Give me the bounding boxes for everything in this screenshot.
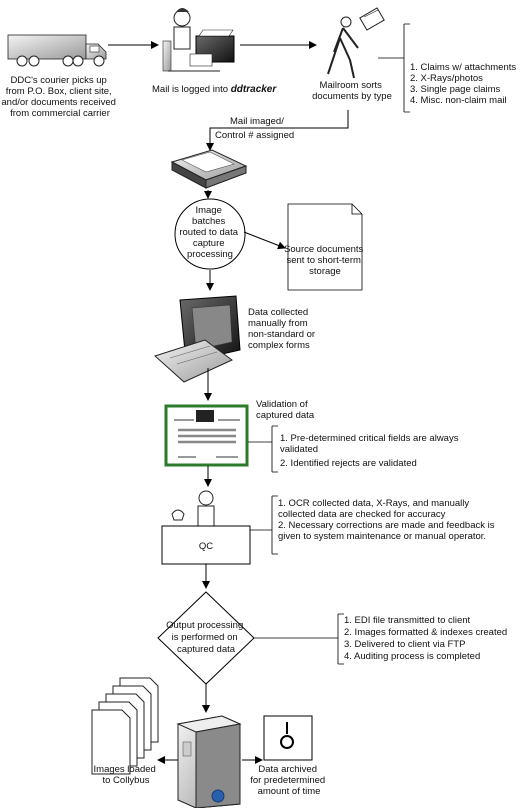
- output-line: Output processing: [166, 620, 243, 631]
- source-documents-shape: [287, 203, 363, 291]
- collected-line: complex forms: [248, 340, 310, 351]
- qc-label: QC: [199, 541, 213, 552]
- imaged-line: Control # assigned: [215, 130, 294, 141]
- courier-line: from P.O. Box, client site,: [6, 86, 112, 97]
- tracker-app-name: ddtracker: [231, 84, 278, 95]
- scanner-icon: [170, 149, 248, 189]
- source-line: Source documents: [284, 244, 363, 255]
- arrow: [206, 110, 349, 151]
- output-line: captured data: [177, 644, 236, 655]
- collected-line: non-standard or: [248, 329, 315, 340]
- loaded-line: Images loaded: [94, 764, 156, 775]
- logged-label: Mail is logged into ddtracker: [152, 84, 277, 95]
- logged-prefix: Mail is logged into: [152, 84, 231, 95]
- qc-note: 1. OCR collected data, X-Rays, and manua…: [278, 498, 497, 542]
- note-bracket: [271, 425, 278, 473]
- validation-line: captured data: [256, 410, 315, 421]
- output-note: 1. EDI file transmitted to client 2. Ima…: [344, 615, 510, 662]
- note-line: 1. Claims w/ attachments: [410, 62, 516, 73]
- mailroom-label: Mailroom sorts documents by type: [312, 80, 392, 102]
- certificate-icon: [164, 404, 249, 467]
- document-stack-icon: [91, 677, 159, 775]
- collected-line: manually from: [248, 318, 308, 329]
- data-collected-label: Data collected manually from non-standar…: [248, 307, 318, 351]
- note-line: 3. Single page claims: [410, 84, 501, 95]
- note-line: 1. Pre-determined critical fields are al…: [280, 433, 459, 444]
- archived-line: for predetermined: [250, 775, 325, 786]
- courier-line: from commercial carrier: [10, 108, 110, 119]
- batches-line: batches: [192, 216, 226, 227]
- server-icon: [176, 715, 242, 808]
- batches-line: capture: [193, 238, 225, 249]
- archived-label: Data archived for predetermined amount o…: [250, 764, 328, 797]
- validation-line: Validation of: [256, 399, 308, 410]
- arrow: [243, 231, 286, 250]
- qc-operator-icon: [171, 490, 215, 527]
- images-loaded-label: Images loaded to Collybus: [94, 764, 159, 786]
- courier-line: and/or documents received: [1, 97, 116, 108]
- batches-line: processing: [187, 249, 233, 260]
- note-line: 4. Misc. non-claim mail: [410, 95, 507, 106]
- archived-line: amount of time: [258, 786, 321, 797]
- batch-routing-circle: [174, 198, 246, 270]
- loaded-line: to Collybus: [103, 775, 150, 786]
- person-at-desk-icon: [162, 8, 235, 72]
- note-line: given to system maintenance or manual op…: [278, 531, 486, 542]
- sort-types-note: 1. Claims w/ attachments 2. X-Rays/photo…: [410, 62, 519, 106]
- note-bracket: [403, 23, 410, 113]
- computer-icon: [154, 295, 241, 383]
- mail-carrier-icon: [327, 7, 385, 79]
- source-docs-label: Source documents sent to short-term stor…: [284, 244, 366, 277]
- mailroom-line: Mailroom sorts: [320, 80, 383, 91]
- output-line: is performed on: [172, 632, 238, 643]
- validation-label: Validation of captured data: [256, 399, 315, 421]
- note-line: 3. Delivered to client via FTP: [344, 639, 465, 650]
- validation-note: 1. Pre-determined critical fields are al…: [280, 433, 461, 469]
- batches-line: routed to data: [179, 227, 238, 238]
- mailroom-line: documents by type: [312, 91, 392, 102]
- source-line: storage: [309, 266, 341, 277]
- note-bracket: [337, 613, 344, 665]
- note-line: 2. Necessary corrections are made and fe…: [278, 520, 495, 531]
- note-line: collected data are checked for accuracy: [278, 509, 446, 520]
- collected-line: Data collected: [248, 307, 308, 318]
- note-line: 1. EDI file transmitted to client: [344, 615, 471, 626]
- imaged-label: Mail imaged/ Control # assigned: [215, 116, 294, 141]
- floppy-disk-icon: [263, 715, 313, 761]
- imaged-line: Mail imaged/: [230, 116, 284, 127]
- archived-line: Data archived: [258, 764, 317, 775]
- batches-label: Image batches routed to data capture pro…: [179, 205, 240, 260]
- courier-line: DDC's courier picks up: [11, 75, 107, 86]
- note-bracket: [271, 495, 278, 555]
- courier-label: DDC's courier picks up from P.O. Box, cl…: [1, 75, 118, 119]
- note-line: validated: [280, 444, 318, 455]
- note-line: 2. Images formatted & indexes created: [344, 627, 507, 638]
- source-line: sent to short-term: [286, 255, 361, 266]
- note-line: 4. Auditing process is completed: [344, 651, 480, 662]
- note-line: 2. X-Rays/photos: [410, 73, 483, 84]
- note-line: 1. OCR collected data, X-Rays, and manua…: [278, 498, 469, 509]
- output-label: Output processing is performed on captur…: [166, 620, 246, 655]
- note-line: 2. Identified rejects are validated: [280, 458, 417, 469]
- batches-line: Image: [195, 205, 221, 216]
- truck-icon: [7, 34, 107, 67]
